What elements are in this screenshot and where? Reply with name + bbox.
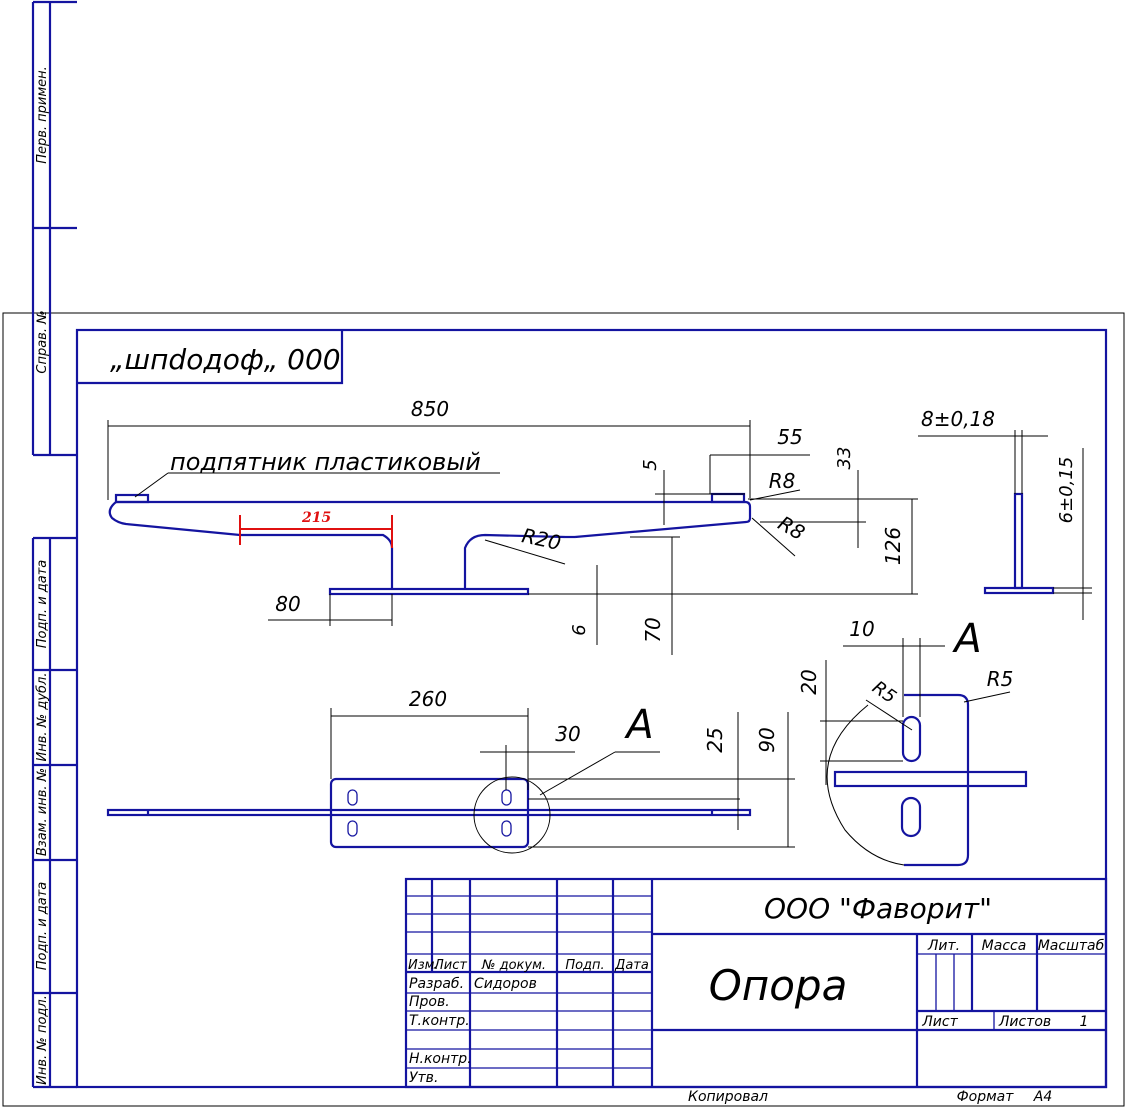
hdr-date: Дата: [614, 958, 649, 973]
dim-6-tol: 6±0,15: [1056, 457, 1077, 524]
side-label-podp-data-1: Подп. и дата: [35, 560, 50, 649]
red-dimension: 215: [239, 510, 393, 548]
code-stamp-text: „шпdoдoф„ 000: [110, 343, 341, 376]
dim-55: 55: [777, 425, 802, 449]
code-stamp: „шпdoдoф„ 000: [77, 330, 344, 385]
dim-260: 260: [409, 687, 447, 711]
dim-r5-outer: R5: [987, 667, 1014, 691]
callout: подпятник пластиковый: [134, 448, 500, 498]
upper-side-column: Перв. примен. Справ. №: [31, 0, 77, 457]
top-dimensions: 260 30 A 25 90: [330, 687, 795, 848]
callout-text: подпятник пластиковый: [170, 448, 481, 476]
cell-scale: Масштаб: [1038, 938, 1105, 954]
dim-r8-upper: R8: [769, 469, 796, 493]
dim-126: 126: [881, 527, 905, 565]
footer-format: Формат: [957, 1089, 1015, 1105]
side-label-inv-dubl: Инв. № дубл.: [35, 673, 50, 762]
side-label-podp-data-2: Подп. и дата: [35, 882, 50, 971]
view-label-a-top: A: [623, 702, 653, 748]
dim-33: 33: [834, 447, 855, 470]
cell-sheet: Лист: [921, 1014, 958, 1030]
dim-r5-inner: R5: [868, 677, 900, 708]
hdr-list: Лист: [433, 958, 467, 973]
side-label-perv-primen: Перв. примен.: [35, 66, 50, 164]
dim-10: 10: [849, 617, 874, 641]
view-label-a-detail: A: [951, 616, 981, 662]
hdr-izm: Изм.: [408, 958, 439, 973]
side-label-vzam-inv: Взам. инв. №: [35, 768, 50, 856]
dim-r20: R20: [520, 523, 563, 555]
dim-80: 80: [275, 592, 300, 616]
hdr-sign: Подп.: [565, 958, 604, 973]
title-block: ООО "Фаворит" Опора Изм. Лист № докум. П…: [404, 877, 1108, 1089]
side-view: 8±0,18 6±0,15: [918, 407, 1092, 620]
dim-30: 30: [555, 722, 580, 746]
detail-view: [826, 693, 1028, 867]
front-view: [108, 492, 752, 596]
role-prov: Пров.: [409, 994, 450, 1010]
dim-90: 90: [755, 727, 779, 752]
dim-r8-lower: R8: [774, 511, 809, 545]
dim-70: 70: [641, 617, 665, 642]
red-dim-value: 215: [301, 510, 331, 526]
footer-copied: Копировал: [688, 1089, 768, 1105]
dim-20: 20: [797, 669, 821, 694]
dim-25: 25: [703, 727, 727, 752]
front-dimensions: 850 55 5 33 126 R8 R8 R20 80 6 70: [107, 397, 918, 655]
role-razrab: Разраб.: [409, 976, 464, 992]
footer-format-value: А4: [1033, 1089, 1052, 1105]
dim-6: 6: [569, 624, 590, 635]
footer: Копировал Формат А4: [688, 1089, 1052, 1105]
lower-side-column: Подп. и дата Инв. № дубл. Взам. инв. № П…: [31, 536, 77, 1089]
cell-lit: Лит.: [927, 938, 960, 954]
part-name: Опора: [709, 961, 848, 1010]
dim-5: 5: [640, 459, 661, 470]
hdr-doc-no: № докум.: [481, 958, 546, 973]
role-nkontr: Н.контр.: [409, 1051, 472, 1067]
cell-mass: Масса: [982, 938, 1027, 954]
developer-name: Сидоров: [474, 976, 537, 992]
company-name: ООО "Фаворит": [764, 892, 992, 925]
cell-sheets-count: 1: [1080, 1014, 1089, 1030]
side-label-sprav: Справ. №: [35, 310, 50, 373]
role-tkontr: Т.контр.: [409, 1013, 470, 1029]
top-view: [106, 776, 752, 854]
sheet-frame: [2, 312, 1125, 1107]
cell-sheets: Листов: [998, 1014, 1051, 1030]
side-label-inv-podl: Инв. № подл.: [35, 995, 50, 1085]
dim-850: 850: [411, 397, 449, 421]
role-utv: Утв.: [409, 1070, 438, 1086]
dim-8-tol: 8±0,18: [921, 407, 995, 431]
